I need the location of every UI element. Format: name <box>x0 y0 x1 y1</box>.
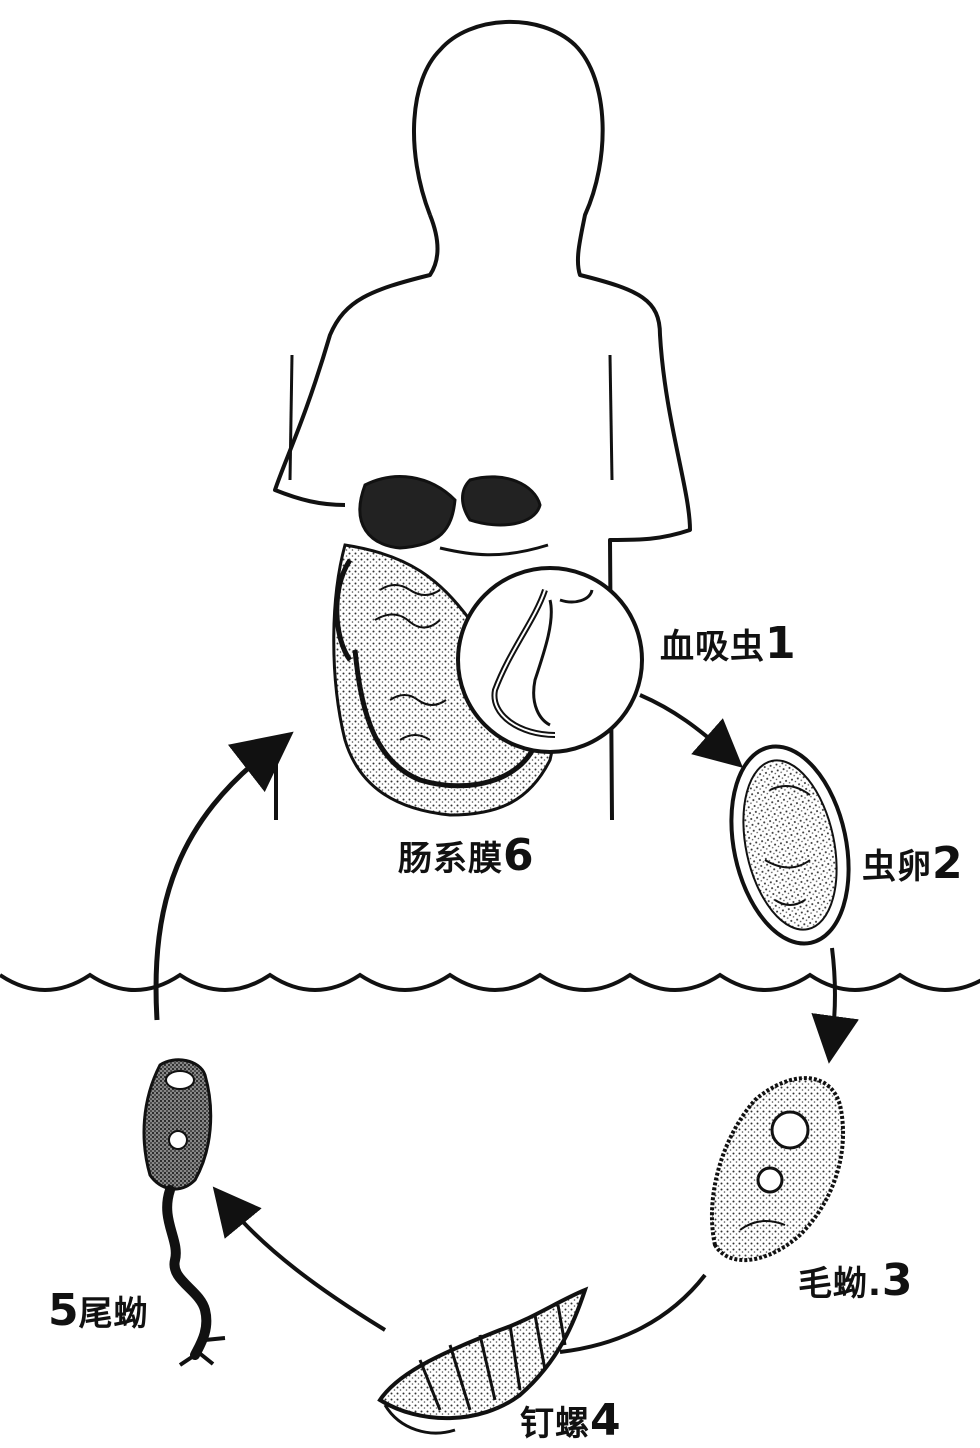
label-snail-number: 4 <box>590 1395 621 1446</box>
label-egg: 虫卵2 <box>862 838 963 889</box>
label-mesentery-number: 6 <box>503 830 534 881</box>
label-cercaria-number: 5 <box>48 1285 79 1336</box>
label-miracidium-number: 3 <box>882 1255 913 1306</box>
label-adult-worm: 血吸虫1 <box>660 618 796 669</box>
label-miracidium-dot: . <box>868 1264 882 1304</box>
label-cercaria-text: 尾蚴 <box>79 1294 149 1334</box>
label-mesentery: 肠系膜6 <box>398 830 534 881</box>
label-adult-worm-text: 血吸虫 <box>660 627 765 667</box>
label-cercaria: 5尾蚴 <box>48 1285 149 1336</box>
label-snail-text: 钉螺 <box>520 1404 590 1444</box>
label-adult-worm-number: 1 <box>765 618 796 669</box>
miracidium-illustration <box>712 1078 843 1260</box>
arrow-worm-to-egg <box>640 695 725 752</box>
label-egg-number: 2 <box>932 838 963 889</box>
adult-worm-magnifier <box>458 568 642 752</box>
label-egg-text: 虫卵 <box>862 847 932 887</box>
arrow-egg-to-miracidium <box>832 948 835 1040</box>
label-mesentery-text: 肠系膜 <box>398 839 503 879</box>
label-snail: 钉螺4 <box>520 1395 621 1446</box>
arrow-snail-to-cercaria <box>228 1205 385 1330</box>
label-miracidium: 毛蚴.3 <box>798 1255 913 1306</box>
cercaria-illustration <box>144 1060 225 1365</box>
egg-illustration <box>714 736 865 955</box>
arrow-miracidium-to-snail <box>560 1275 705 1352</box>
label-miracidium-text: 毛蚴 <box>798 1264 868 1304</box>
